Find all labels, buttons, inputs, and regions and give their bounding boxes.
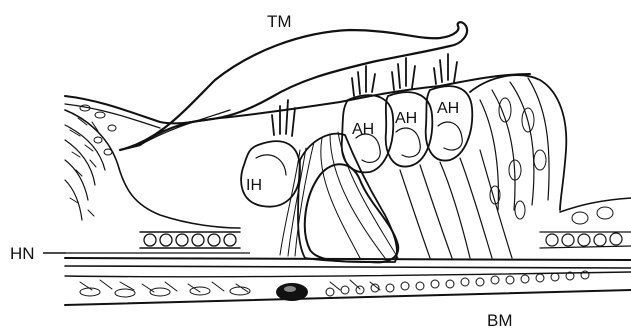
reticular-lamina <box>65 74 530 128</box>
claudius-cells <box>540 198 631 248</box>
inner-sulcus-cells <box>140 232 240 248</box>
tectorial-membrane <box>120 22 467 150</box>
label-hn: HN <box>10 244 35 263</box>
label-bm: BM <box>487 311 513 330</box>
supporting-cells <box>400 75 566 258</box>
spiral-limbus <box>65 105 240 228</box>
label-ih: IH <box>246 177 262 194</box>
label-ah-1: AH <box>352 121 374 138</box>
label-tm: TM <box>267 12 292 31</box>
label-ah-3: AH <box>437 100 459 117</box>
label-ah-2: AH <box>395 110 417 127</box>
basilar-membrane <box>65 258 631 305</box>
